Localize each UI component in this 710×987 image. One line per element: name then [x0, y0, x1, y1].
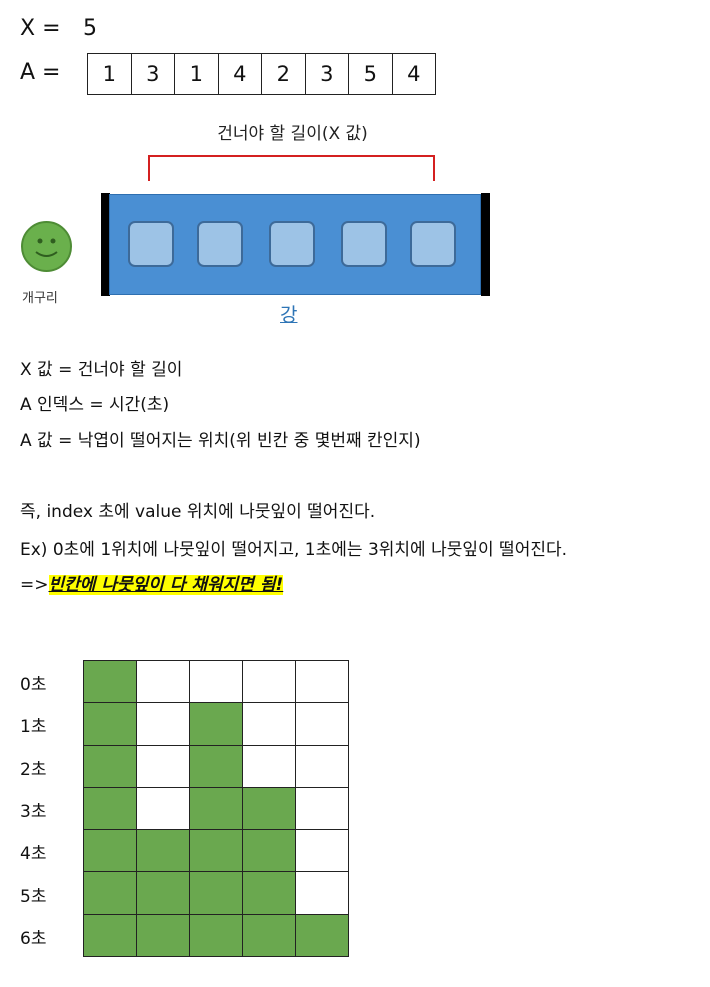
grid-cell-empty	[242, 702, 296, 746]
grid-cell-empty	[295, 744, 349, 788]
grid-cell-filled	[242, 913, 296, 957]
left-bank	[101, 193, 110, 296]
grid-cell-filled	[83, 871, 137, 915]
array-cell: 1	[175, 53, 219, 95]
explanation-line: A 인덱스 = 시간(초)	[20, 395, 170, 415]
example-line: Ex) 0초에 1위치에 나뭇잎이 떨어지고, 1초에는 3위치에 나뭇잎이 떨…	[20, 540, 568, 560]
row-label: 0초	[20, 675, 47, 696]
row-label: 5초	[20, 886, 47, 907]
grid-cell-filled	[189, 702, 243, 746]
x-value: 5	[83, 16, 97, 41]
grid-cell-empty	[295, 786, 349, 831]
row-label: 3초	[20, 802, 47, 822]
grid-cell-filled	[136, 871, 190, 915]
grid-cell-empty	[242, 660, 296, 704]
array-cell: 3	[131, 53, 175, 95]
leaf-slot	[410, 221, 456, 267]
leaf-slot	[269, 221, 315, 267]
leaf-slot	[128, 221, 174, 267]
frog-icon	[21, 221, 72, 272]
explanation-line: A 값 = 낙엽이 떨어지는 위치(위 빈칸 중 몇번째 칸인지)	[20, 431, 421, 451]
grid-cell-empty	[295, 702, 349, 746]
grid-cell-filled	[83, 786, 137, 831]
row-label: 6초	[20, 928, 47, 949]
highlight-text: 빈칸에 나뭇잎이 다 채워지면 됨!	[48, 575, 284, 595]
right-bank	[481, 193, 490, 296]
grid-cell-filled	[136, 829, 190, 873]
grid-cell-empty	[295, 660, 349, 704]
grid-cell-filled	[83, 744, 137, 788]
row-label: 2초	[20, 759, 47, 780]
row-label: 4초	[20, 844, 47, 865]
array-cell: 5	[349, 53, 393, 95]
arrow-prefix: =>	[20, 575, 49, 595]
explanation-line: 즉, index 초에 value 위치에 나뭇잎이 떨어진다.	[20, 502, 376, 522]
array-cell: 4	[392, 53, 436, 95]
grid-cell-filled	[136, 913, 190, 957]
a-label: A =	[20, 60, 61, 85]
grid-cell-filled	[295, 913, 349, 957]
explanation-line: X 값 = 건너야 할 길이	[20, 360, 183, 380]
grid-cell-filled	[83, 913, 137, 957]
grid-cell-empty	[136, 786, 190, 831]
array-cell: 1	[88, 53, 132, 95]
array-cell: 2	[262, 53, 306, 95]
grid-cell-filled	[83, 660, 137, 704]
grid-cell-filled	[189, 913, 243, 957]
frog-label: 개구리	[22, 291, 58, 306]
grid-cell-empty	[295, 871, 349, 915]
x-label: X =	[20, 16, 61, 41]
array-a: 1 3 1 4 2 3 5 4	[87, 53, 436, 95]
row-label: 1초	[20, 717, 47, 738]
array-cell: 3	[305, 53, 349, 95]
grid-cell-filled	[189, 829, 243, 873]
grid-cell-filled	[189, 786, 243, 831]
time-grid	[83, 660, 349, 957]
grid-cell-empty	[136, 660, 190, 704]
grid-cell-filled	[242, 829, 296, 873]
leaf-slot	[197, 221, 243, 267]
grid-cell-empty	[189, 660, 243, 704]
grid-cell-empty	[242, 744, 296, 788]
grid-cell-filled	[83, 829, 137, 873]
grid-cell-filled	[242, 871, 296, 915]
grid-cell-filled	[189, 744, 243, 788]
distance-bracket	[148, 155, 435, 181]
grid-cell-empty	[136, 702, 190, 746]
grid-cell-filled	[83, 702, 137, 746]
leaf-slot	[341, 221, 387, 267]
grid-cell-filled	[242, 786, 296, 831]
grid-cell-filled	[189, 871, 243, 915]
grid-cell-empty	[295, 829, 349, 873]
conclusion-line: =>빈칸에 나뭇잎이 다 채워지면 됨!	[20, 570, 284, 595]
array-cell: 4	[218, 53, 262, 95]
bracket-label: 건너야 할 길이(X 값)	[217, 124, 368, 144]
river-label: 강	[280, 304, 298, 326]
grid-cell-empty	[136, 744, 190, 788]
